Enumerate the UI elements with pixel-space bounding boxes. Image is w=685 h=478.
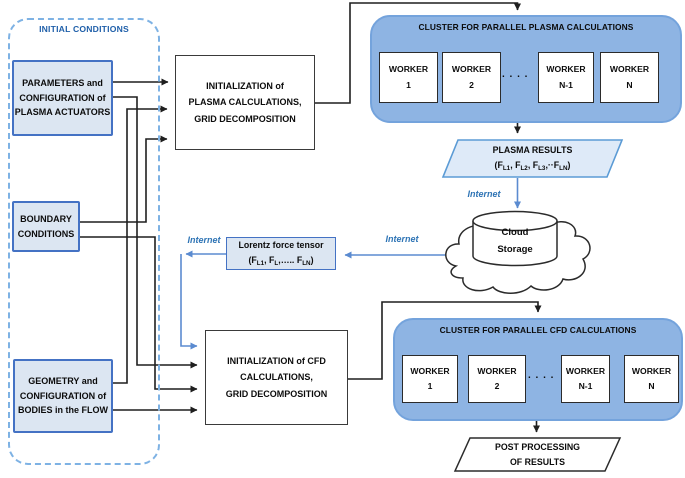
formula-part: ,….. F [278, 254, 303, 265]
initial-conditions-title: INITIAL CONDITIONS [39, 24, 129, 34]
plasma-worker-n-1: WORKER N-1 [538, 52, 594, 103]
parameters-box: PARAMETERS and CONFIGURATION of PLASMA A… [12, 60, 113, 136]
worker-id: 2 [469, 79, 474, 90]
plasma-results-shape [441, 139, 624, 178]
geometry-line: BODIES in the FLOW [18, 405, 108, 416]
geometry-line: GEOMETRY and [28, 376, 98, 387]
formula-sub: LN [302, 259, 311, 267]
worker-id: 1 [427, 381, 433, 391]
worker-id: N [626, 79, 633, 90]
cfd-cluster-title: CLUSTER FOR PARALLEL CFD CALCULATIONS [439, 325, 637, 335]
lorentz-title: Lorentz force tensor [238, 240, 324, 251]
post-processing-line: POST PROCESSING [494, 441, 581, 452]
cfd-worker-n-1: WORKER N-1 [561, 355, 610, 403]
worker-name: WORKER [565, 365, 606, 376]
formula-sub: L1 [502, 164, 511, 172]
lorentz-formula: (FL1, FL,….. FLN) [248, 253, 313, 269]
geometry-box: GEOMETRY and CONFIGURATION of BODIES in … [13, 359, 113, 433]
parameters-line: PARAMETERS and [22, 78, 103, 89]
worker-ellipsis: . . . . [528, 370, 555, 381]
plasma-init-line: INITIALIZATION of [206, 81, 284, 92]
internet-label-cloud-to-lorentz: Internet [385, 234, 419, 244]
formula-sub: L [274, 259, 279, 267]
internet-label-results-to-cloud: Internet [467, 189, 501, 199]
cfd-init-line: INITIALIZATION of CFD [227, 356, 326, 367]
cloud-line: Storage [497, 244, 533, 255]
worker-ellipsis: . . . . [502, 69, 529, 80]
formula-part: , F [264, 254, 275, 265]
worker-name: WORKER [546, 64, 586, 75]
plasma-worker-2: WORKER 2 [442, 52, 501, 103]
worker-id: N [648, 381, 655, 391]
worker-id: N-1 [559, 79, 573, 90]
plasma-worker-n: WORKER N [600, 52, 659, 103]
formula-part: , F [527, 159, 539, 170]
cloud-storage-shape [445, 210, 591, 294]
cfd-worker-n: WORKER N [624, 355, 679, 403]
formula-sub: L1 [256, 259, 265, 267]
formula-part: , F [510, 159, 521, 170]
wire-lorentz-to-cfd-init [180, 254, 198, 350]
plasma-init-line: GRID DECOMPOSITION [194, 113, 296, 124]
plasma-cluster-title: CLUSTER FOR PARALLEL PLASMA CALCULATIONS [418, 22, 634, 32]
plasma-cluster: CLUSTER FOR PARALLEL PLASMA CALCULATIONS… [370, 15, 682, 123]
wire-plasma-init-to-plasma-cluster [315, 2, 521, 104]
parameters-line: CONFIGURATION of [19, 92, 106, 103]
cfd-worker-1: WORKER 1 [402, 355, 458, 403]
worker-name: WORKER [410, 365, 450, 376]
worker-id: N-1 [578, 381, 593, 391]
wire-boundary-to-cfd-init [80, 236, 198, 393]
worker-name: WORKER [388, 64, 429, 75]
wire-parameters-to-cfd-init [113, 96, 198, 369]
boundary-conditions-box: BOUNDARY CONDITIONS [12, 201, 80, 252]
worker-name: WORKER [477, 365, 517, 376]
worker-id: 2 [494, 381, 500, 391]
post-processing-line: OF RESULTS [509, 456, 566, 467]
cylinder-top [472, 210, 558, 232]
boundary-line: CONDITIONS [17, 228, 75, 239]
formula-part: ) [567, 159, 571, 170]
plasma-results-formula: (FL1, FL2, FL3,··FLN) [495, 158, 571, 175]
plasma-init-line: PLASMA CALCULATIONS, [188, 97, 302, 108]
cfd-init-line: GRID DECOMPOSITION [225, 388, 328, 399]
formula-sub: L2 [520, 164, 528, 172]
wire-geometry-to-plasma-init [113, 105, 168, 384]
worker-name: WORKER [631, 365, 672, 376]
worker-name: WORKER [609, 64, 650, 75]
formula-part: ) [310, 254, 314, 265]
cylinder-body [472, 221, 558, 267]
formula-sub: LN [559, 164, 568, 172]
plasma-initialization-box: INITIALIZATION of PLASMA CALCULATIONS, G… [175, 55, 315, 150]
wire-cfd-init-to-cfd-cluster [348, 301, 542, 380]
formula-part: ,··F [545, 159, 560, 170]
geometry-line: CONFIGURATION of [19, 390, 107, 401]
worker-name: WORKER [451, 64, 492, 75]
wire-boundary-to-plasma-init [80, 135, 168, 223]
formula-part: (F [248, 254, 257, 265]
parameters-line: PLASMA ACTUATORS [14, 107, 111, 118]
cloud-storage-label: Cloud Storage [473, 224, 557, 260]
plasma-results: PLASMA RESULTS (FL1, FL2, FL3,··FLN) [443, 140, 622, 177]
formula-part: (F [494, 159, 503, 170]
cloud-line: Cloud [501, 227, 529, 239]
cfd-init-line: CALCULATIONS, [240, 372, 313, 383]
worker-id: 1 [406, 79, 411, 90]
boundary-line: BOUNDARY [20, 213, 72, 224]
post-processing: POST PROCESSING OF RESULTS [455, 438, 620, 471]
initial-conditions-group [8, 18, 160, 465]
internet-label-lorentz-to-cfd: Internet [187, 235, 221, 245]
formula-sub: L3 [538, 164, 546, 172]
cfd-worker-2: WORKER 2 [468, 355, 526, 403]
plasma-worker-1: WORKER 1 [379, 52, 438, 103]
cfd-initialization-box: INITIALIZATION of CFD CALCULATIONS, GRID… [205, 330, 348, 425]
plasma-results-title: PLASMA RESULTS [492, 144, 573, 155]
cfd-cluster: CLUSTER FOR PARALLEL CFD CALCULATIONS WO… [393, 318, 683, 421]
post-processing-shape [453, 437, 622, 472]
lorentz-force-tensor-box: Lorentz force tensor (FL1, FL,….. FLN) [226, 237, 336, 270]
